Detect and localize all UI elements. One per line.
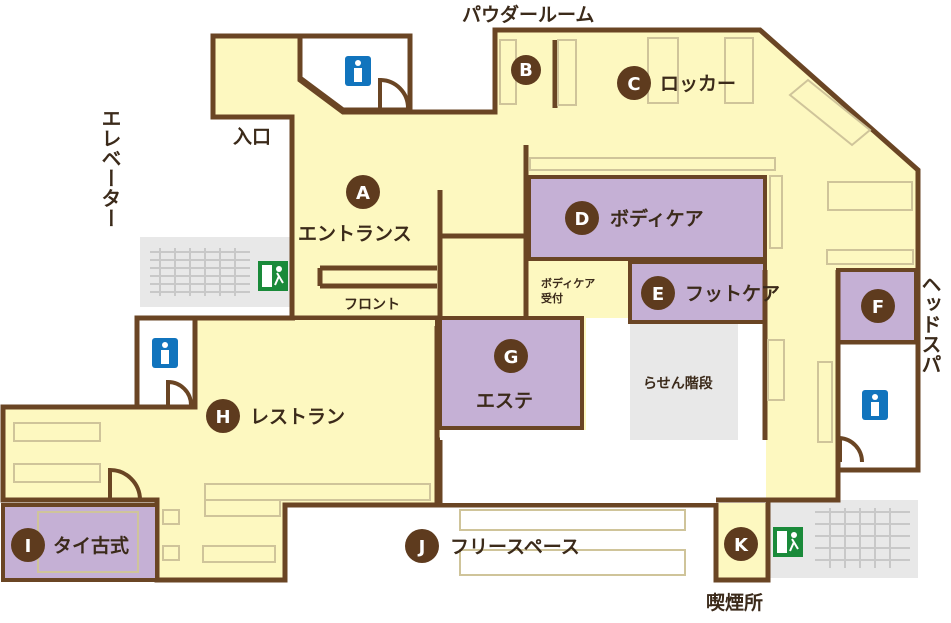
void-center bbox=[440, 430, 766, 503]
badge-g: G bbox=[504, 347, 519, 368]
bodycare-reception-label-2: 受付 bbox=[541, 291, 563, 305]
badge-d: D bbox=[575, 209, 590, 230]
badge-i: I bbox=[25, 536, 32, 557]
badge-j: J bbox=[417, 537, 426, 558]
area-label-entrance-hall: エントランス bbox=[298, 223, 412, 245]
badge-b: B bbox=[519, 60, 533, 81]
badge-c: C bbox=[627, 74, 640, 95]
restroom-icon bbox=[152, 338, 178, 368]
bodycare-reception-label-1: ボディケア bbox=[541, 276, 595, 290]
badge-h: H bbox=[215, 407, 230, 428]
area-label-bodycare: ボディケア bbox=[610, 207, 704, 230]
area-label-locker: ロッカー bbox=[660, 73, 736, 95]
emergency-exit-icon bbox=[773, 527, 803, 557]
badge-k: K bbox=[734, 535, 749, 556]
spiral-stair-bg bbox=[630, 323, 738, 440]
area-label-restaurant: レストラン bbox=[250, 406, 345, 428]
powder-room-label: パウダールーム bbox=[462, 3, 594, 26]
purple-rooms bbox=[1, 175, 918, 582]
doors bbox=[108, 77, 865, 501]
stair-treads-left bbox=[150, 248, 250, 296]
emergency-exit-icon bbox=[258, 261, 288, 291]
badge-e: E bbox=[652, 284, 664, 305]
restroom-icon bbox=[345, 56, 371, 86]
smoking-area-label: 喫煙所 bbox=[706, 591, 763, 614]
badges bbox=[11, 55, 895, 563]
head-spa-label: ヘッドスパ bbox=[918, 274, 942, 374]
restroom-icon bbox=[862, 390, 888, 420]
area-label-freespace: フリースペース bbox=[450, 536, 580, 558]
badge-a: A bbox=[356, 183, 370, 204]
front-desk-label: フロント bbox=[344, 297, 400, 313]
interior-walls bbox=[213, 40, 841, 508]
area-label-thai: タイ古式 bbox=[53, 534, 129, 557]
spiral-stair-label: らせん階段 bbox=[643, 375, 713, 392]
area-label-esthe: エステ bbox=[476, 390, 533, 412]
stair-treads-right bbox=[815, 508, 910, 568]
entrance-label: 入口 bbox=[233, 126, 271, 148]
elevator-label: エレベーター bbox=[98, 108, 122, 228]
area-label-footcare: フットケア bbox=[685, 283, 780, 305]
badge-f: F bbox=[872, 297, 884, 318]
